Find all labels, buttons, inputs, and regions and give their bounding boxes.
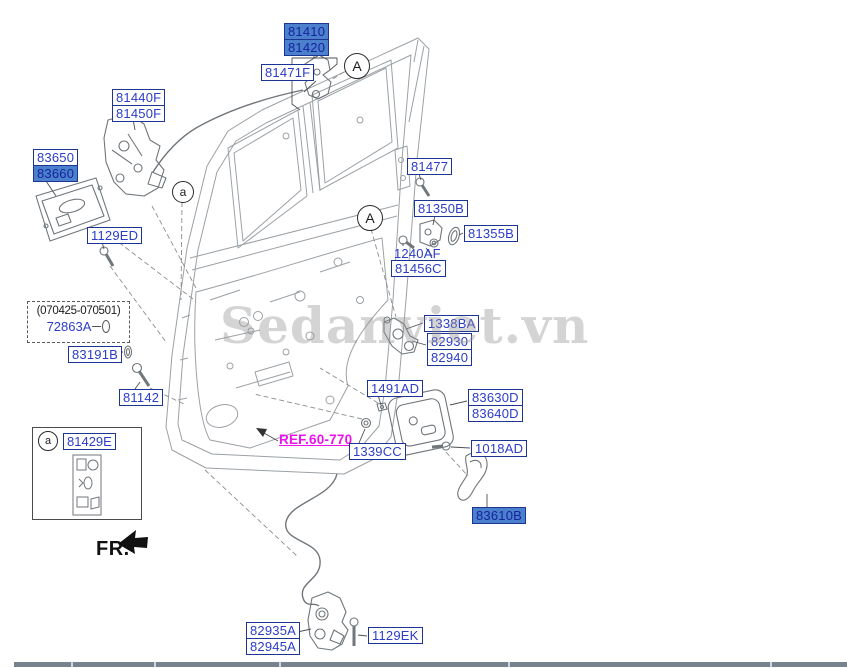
part-number-81471F[interactable]: 81471F xyxy=(261,64,315,81)
part-label-1339CC: 1339CC xyxy=(349,443,406,460)
part-label-81477: 81477 xyxy=(407,158,453,175)
view-callout-a-inset: a xyxy=(38,431,58,451)
part-number-81420[interactable]: 81420 xyxy=(284,39,330,56)
grommet-icon xyxy=(102,320,111,333)
date-range-note: (070425-070501) 72863A xyxy=(27,301,130,343)
part-number-81410[interactable]: 81410 xyxy=(284,23,330,40)
part-label-1018AD: 1018AD xyxy=(471,440,528,457)
part-number-83640D[interactable]: 83640D xyxy=(468,405,523,422)
part-number-1338BA[interactable]: 1338BA xyxy=(424,315,480,332)
part-number-1240AF[interactable]: 1240AF xyxy=(394,246,441,261)
part-label-1338BA: 1338BA xyxy=(424,315,480,332)
ref-arrowhead xyxy=(256,428,267,437)
part-number-81355B[interactable]: 81355B xyxy=(464,225,519,242)
part-number-REF.60-770[interactable]: REF.60-770 xyxy=(279,432,353,447)
part-number-83191B[interactable]: 83191B xyxy=(68,346,123,363)
part-number-82930[interactable]: 82930 xyxy=(427,333,473,350)
view-callout-A-1: A xyxy=(357,205,383,231)
part-label-81355B: 81355B xyxy=(464,225,519,242)
part-label-1491AD: 1491AD xyxy=(367,380,424,397)
part-number-81429E[interactable]: 81429E xyxy=(63,432,116,450)
part-label-1129ED: 1129ED xyxy=(87,227,143,244)
part-number-72863A[interactable]: 72863A xyxy=(46,319,92,334)
part-label-81142: 81142 xyxy=(119,389,164,406)
part-number-81350B[interactable]: 81350B xyxy=(414,200,469,217)
part-label-81350B: 81350B xyxy=(414,200,469,217)
part-label-1129EK: 1129EK xyxy=(368,627,423,644)
table-column-separator xyxy=(71,662,73,667)
part-label-REF.60-770: REF.60-770 xyxy=(276,432,355,447)
table-column-separator xyxy=(508,662,510,667)
view-callout-A-0: A xyxy=(344,53,370,79)
table-column-separator xyxy=(279,662,281,667)
part-number-81142[interactable]: 81142 xyxy=(119,389,164,406)
leader-dash xyxy=(92,326,102,327)
inset-diagram xyxy=(72,454,102,516)
part-number-83630D[interactable]: 83630D xyxy=(468,389,523,406)
part-number-82940[interactable]: 82940 xyxy=(427,349,473,366)
part-number-81440F[interactable]: 81440F xyxy=(112,89,166,106)
table-top-edge xyxy=(14,662,847,667)
part-number-82935A[interactable]: 82935A xyxy=(246,622,301,639)
part-label-83610B: 83610B xyxy=(472,507,527,524)
part-number-1339CC[interactable]: 1339CC xyxy=(349,443,406,460)
part-number-1129EK[interactable]: 1129EK xyxy=(368,627,423,644)
date-range-text: (070425-070501) xyxy=(36,305,121,317)
table-column-separator xyxy=(154,662,156,667)
fr-direction-label: FR. xyxy=(96,538,130,560)
inset-detail-box: a 81429E xyxy=(32,427,142,520)
part-number-83650[interactable]: 83650 xyxy=(33,149,79,166)
part-number-83660[interactable]: 83660 xyxy=(33,165,79,182)
part-number-81477[interactable]: 81477 xyxy=(407,158,453,175)
view-callout-a-2: a xyxy=(172,181,194,203)
part-number-82945A[interactable]: 82945A xyxy=(246,638,301,655)
part-number-1129ED[interactable]: 1129ED xyxy=(87,227,143,244)
part-number-1018AD[interactable]: 1018AD xyxy=(471,440,528,457)
part-label-83191B: 83191B xyxy=(68,346,123,363)
part-number-1491AD[interactable]: 1491AD xyxy=(367,380,424,397)
fr-arrow-icon xyxy=(118,530,148,554)
part-label-81471F: 81471F xyxy=(261,64,315,81)
part-number-81450F[interactable]: 81450F xyxy=(112,105,166,122)
table-column-separator xyxy=(770,662,772,667)
part-number-81456C[interactable]: 81456C xyxy=(391,260,446,277)
part-number-83610B[interactable]: 83610B xyxy=(472,507,527,524)
